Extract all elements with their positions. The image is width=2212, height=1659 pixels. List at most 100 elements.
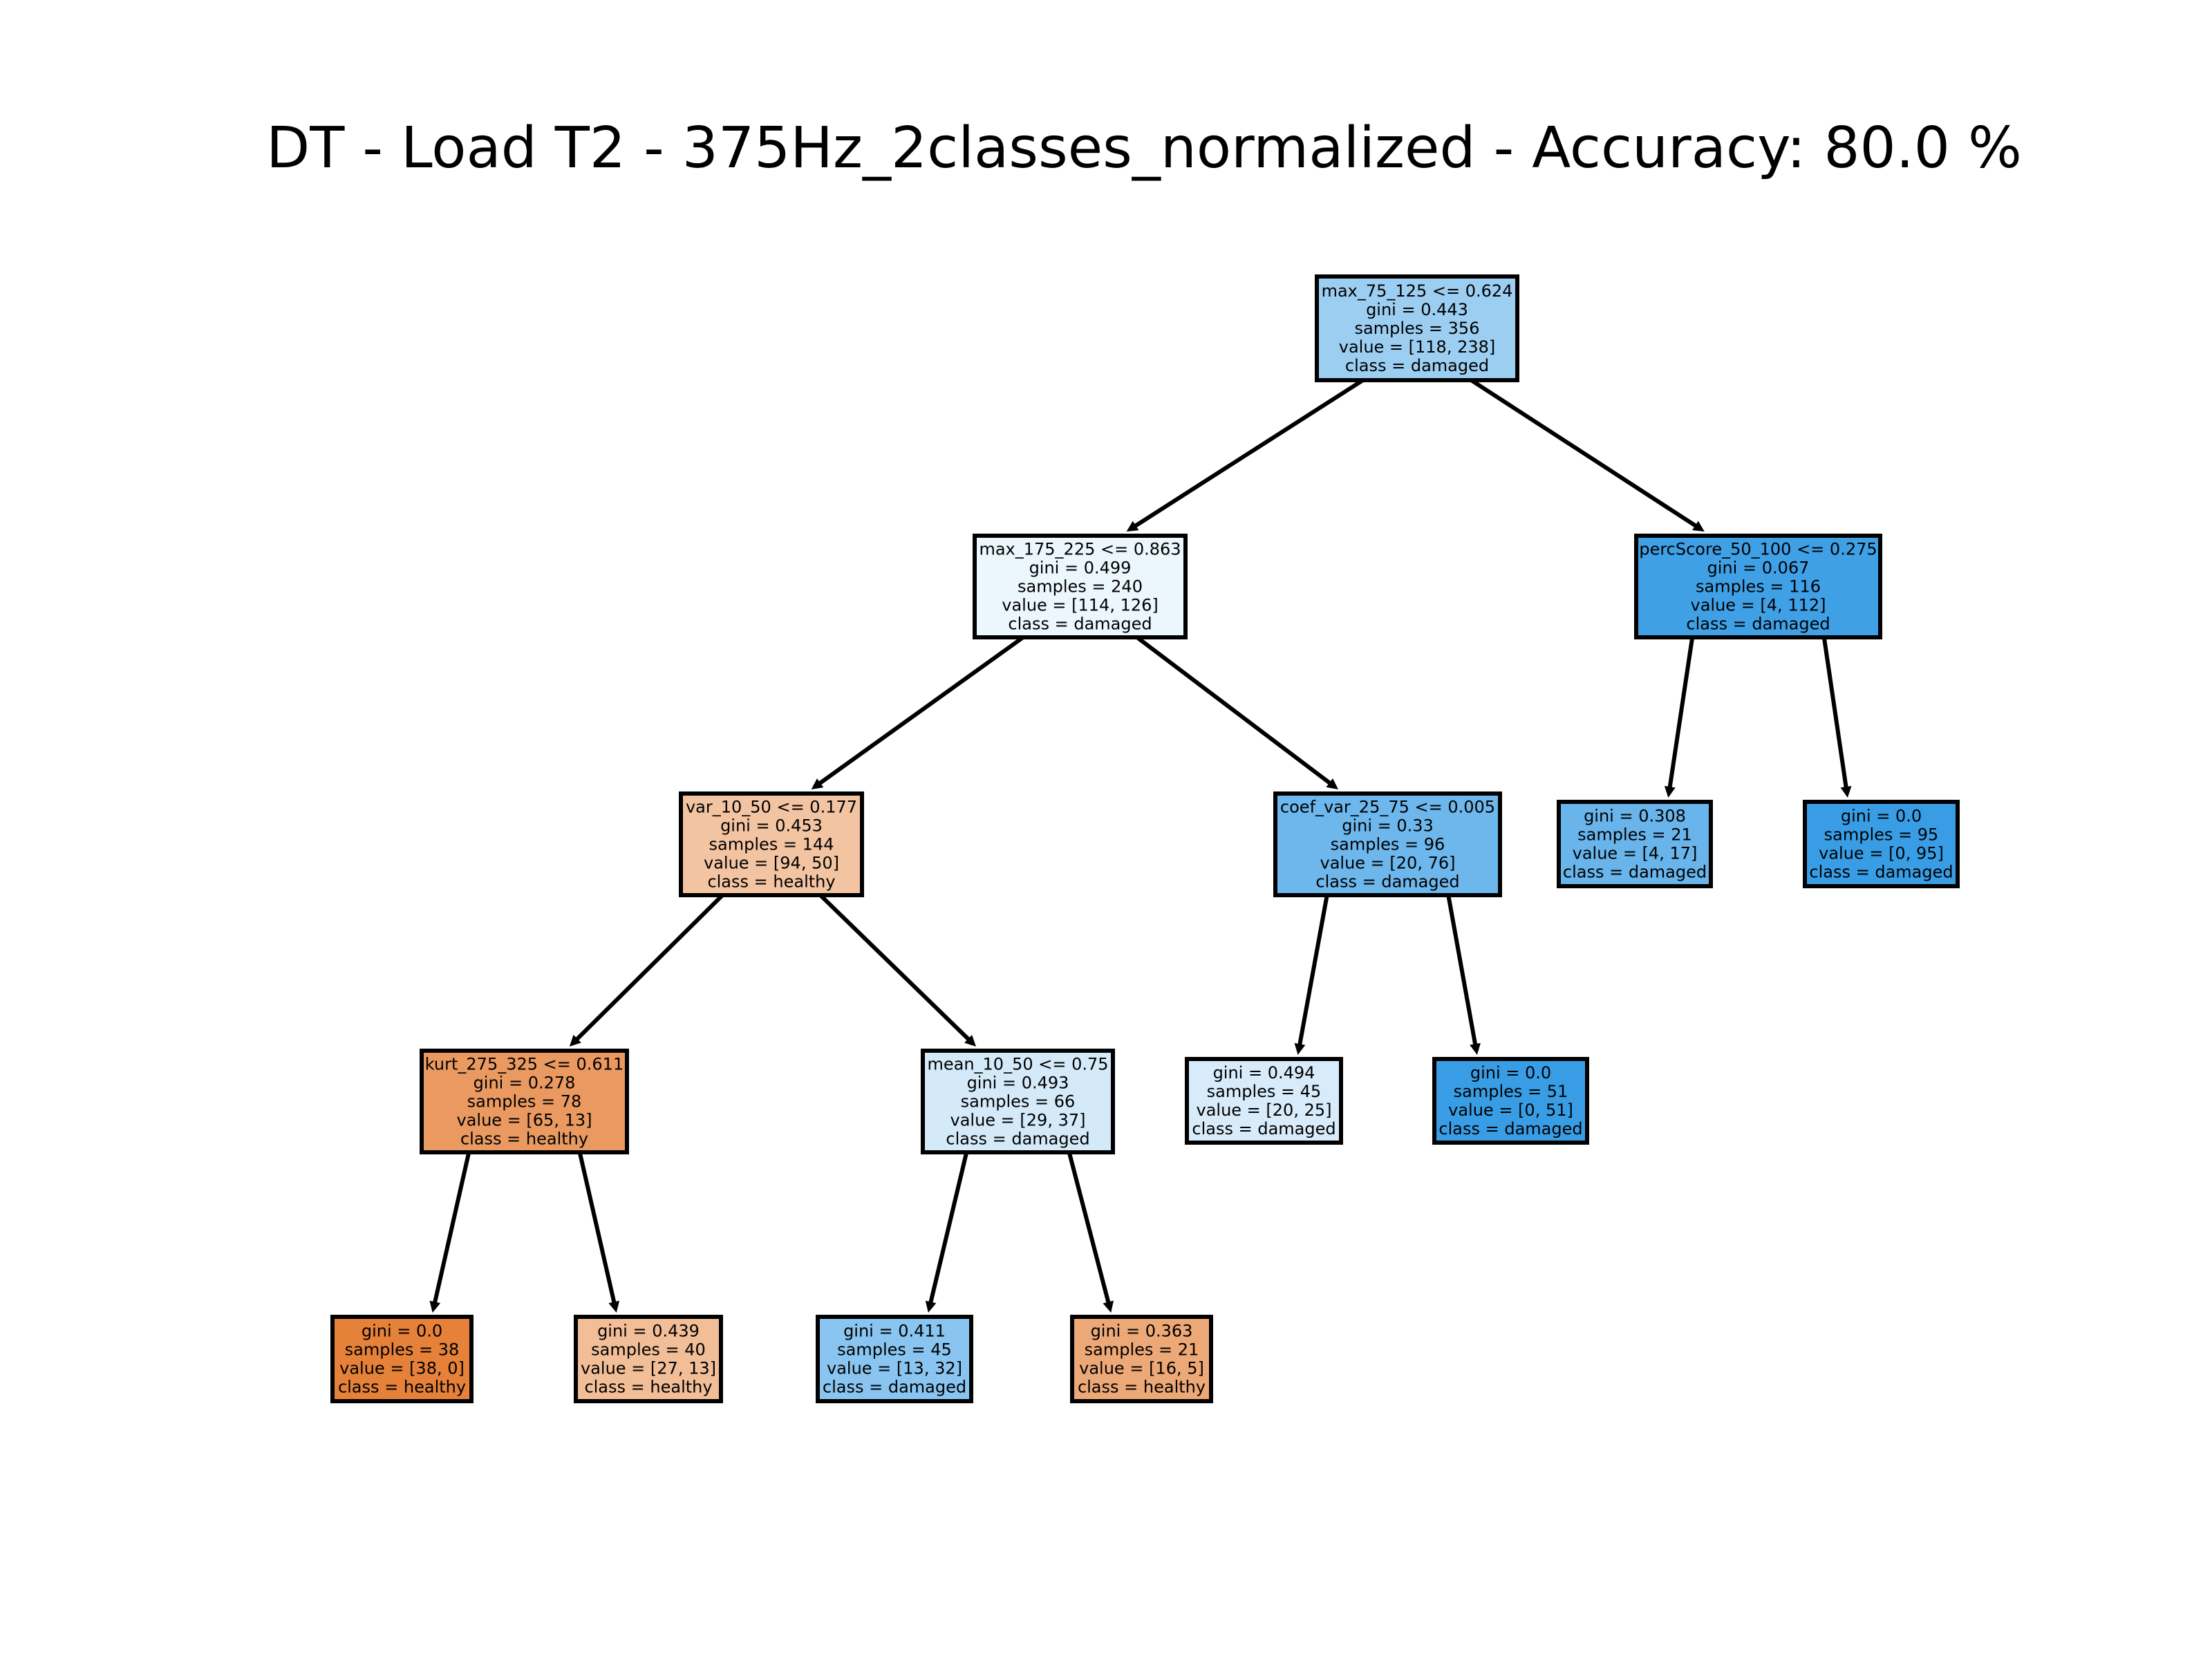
tree-node-line: value = [94, 50]: [704, 854, 839, 873]
tree-edge-n2-n6: [818, 893, 973, 1043]
tree-node-line: var_10_50 <= 0.177: [686, 798, 857, 817]
tree-node-line: class = healthy: [338, 1378, 466, 1397]
tree-node-line: samples = 38: [345, 1340, 460, 1360]
tree-edge-n12-n14: [1821, 637, 1849, 791]
tree-node-box: [1557, 800, 1713, 888]
figure-title: DT - Load T2 - 375Hz_2classes_normalized…: [266, 115, 2022, 181]
tree-node-line: value = [38, 0]: [339, 1359, 465, 1378]
tree-node-line: samples = 51: [1454, 1082, 1568, 1101]
tree-node-line: value = [118, 238]: [1339, 337, 1496, 357]
tree-node-line: class = healthy: [707, 872, 835, 892]
tree-node-line: samples = 40: [591, 1340, 706, 1360]
tree-node-line: value = [4, 112]: [1691, 596, 1826, 615]
tree-edge-n6-n8: [1067, 1152, 1112, 1306]
tree-node-line: gini = 0.363: [1091, 1322, 1193, 1341]
tree-node-line: class = damaged: [1315, 872, 1459, 892]
tree-node-line: class = healthy: [584, 1378, 712, 1397]
tree-node-line: class = damaged: [946, 1130, 1089, 1149]
tree-edge-n0-n1: [1132, 378, 1365, 529]
tree-edge-n6-n7: [928, 1152, 969, 1306]
tree-node-line: samples = 21: [1577, 825, 1692, 845]
tree-node-box: [1315, 274, 1519, 382]
tree-node-box: [973, 534, 1188, 639]
tree-node-line: samples = 356: [1355, 319, 1480, 338]
tree-node-line: samples = 78: [467, 1092, 582, 1112]
tree-node-line: value = [65, 13]: [457, 1111, 592, 1130]
tree-node-box: [1432, 1057, 1589, 1145]
tree-edge-arrowhead: [569, 1035, 581, 1047]
tree-node-line: gini = 0.0: [1470, 1063, 1551, 1082]
tree-edge-arrowhead: [811, 778, 824, 789]
tree-edge-arrowhead: [1103, 1300, 1114, 1313]
tree-edge-arrowhead: [429, 1300, 441, 1313]
tree-node-line: gini = 0.278: [474, 1074, 576, 1093]
tree-node-line: class = damaged: [1008, 615, 1152, 634]
tree-node-line: class = damaged: [823, 1378, 966, 1397]
tree-node-line: class = damaged: [1192, 1119, 1335, 1138]
tree-node-line: class = healthy: [460, 1130, 588, 1149]
tree-node-line: value = [0, 95]: [1819, 844, 1944, 863]
tree-node-line: value = [20, 25]: [1197, 1100, 1332, 1120]
tree-node-line: value = [4, 17]: [1573, 844, 1698, 863]
tree-edge-n1-n2: [816, 635, 1024, 787]
tree-node-line: gini = 0.453: [720, 816, 823, 836]
tree-edge-arrowhead: [608, 1300, 620, 1313]
tree-node-box: [1273, 791, 1502, 897]
tree-edge-arrowhead: [964, 1035, 976, 1047]
tree-node-line: class = healthy: [1078, 1378, 1206, 1397]
tree-node-line: percScore_50_100 <= 0.275: [1639, 540, 1877, 559]
tree-edge-arrowhead: [1840, 786, 1852, 798]
tree-node-box: [816, 1315, 973, 1403]
tree-node-box: [1803, 800, 1960, 888]
tree-node-line: class = damaged: [1345, 356, 1489, 375]
tree-edge-n9-n10: [1297, 894, 1329, 1048]
tree-node-box: [1185, 1057, 1343, 1145]
tree-edge-arrowhead: [1294, 1042, 1306, 1055]
tree-edge-arrowhead: [1470, 1042, 1481, 1055]
tree-node-line: class = damaged: [1563, 863, 1707, 882]
tree-node-line: gini = 0.067: [1707, 559, 1810, 578]
tree-node-line: samples = 96: [1331, 835, 1445, 854]
tree-node-line: samples = 45: [1207, 1082, 1322, 1101]
tree-node-line: gini = 0.494: [1213, 1063, 1315, 1082]
tree-node-line: value = [114, 126]: [1002, 596, 1159, 615]
tree-node-line: gini = 0.308: [1584, 807, 1686, 826]
tree-node-line: kurt_275_325 <= 0.611: [425, 1055, 624, 1074]
tree-node-line: max_175_225 <= 0.863: [979, 540, 1181, 559]
tree-node-line: coef_var_25_75 <= 0.005: [1280, 798, 1495, 817]
tree-edge-arrowhead: [1126, 521, 1139, 532]
tree-node-line: samples = 95: [1824, 825, 1939, 845]
tree-edge-n3-n4: [432, 1152, 471, 1306]
tree-node-line: class = damaged: [1438, 1119, 1582, 1138]
tree-node-line: samples = 45: [837, 1340, 952, 1360]
tree-node-box: [330, 1315, 474, 1403]
tree-node-box: [679, 791, 864, 897]
tree-node-box: [420, 1049, 629, 1154]
tree-node-line: samples = 240: [1018, 577, 1143, 597]
tree-edge-n9-n11: [1446, 894, 1478, 1048]
tree-node-line: value = [0, 51]: [1448, 1100, 1573, 1120]
tree-edges: [429, 378, 1852, 1313]
tree-node-line: class = damaged: [1686, 615, 1830, 634]
tree-node-line: gini = 0.443: [1366, 300, 1468, 319]
tree-node-line: value = [29, 37]: [950, 1111, 1086, 1130]
tree-edge-arrowhead: [925, 1300, 937, 1313]
tree-edge-arrowhead: [1326, 778, 1338, 789]
tree-edge-n1-n9: [1136, 635, 1333, 787]
tree-node-line: mean_10_50 <= 0.75: [927, 1055, 1108, 1074]
